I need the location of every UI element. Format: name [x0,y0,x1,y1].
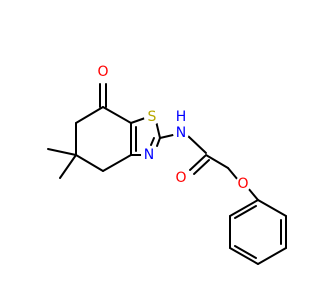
atom-n-thiazole-label: N [144,147,154,163]
bond-ph-1 [257,199,287,217]
bond-ph-inner-3 [234,205,257,219]
bond-ch2-o [227,167,239,181]
chemical-structure-diagram: O S N N H O O [47,64,287,265]
atom-o-ether-label: O [237,176,248,192]
bond-ph-inner-2 [234,245,257,259]
atom-o-amide: O [173,170,189,186]
bond-nh-carbonyl [187,135,207,154]
bond-c4-c5 [75,154,104,172]
bond-carbonyl-ch2 [205,154,229,169]
bond-c2-n3-inner [150,137,155,146]
bond-c2-n3 [156,137,161,147]
bond-c7-c7a [102,106,132,124]
atom-s-thiazole: S [144,109,160,125]
atom-n-thiazole: N [141,147,157,163]
atom-o-amide-label: O [175,170,186,186]
bond-c2-nh [159,134,174,139]
bond-carbonyl-o-b [193,159,210,175]
bond-ph-4 [229,247,259,265]
atom-n-amide: N [173,125,189,141]
bond-s-c2 [155,120,161,139]
atom-n-amide-label: N [176,125,186,141]
atom-o-ketone: O [95,64,111,80]
bond-carbonyl-o-a [189,155,206,171]
atom-s-thiazole-label: S [148,109,157,125]
bond-layer [47,83,287,265]
bond-ph-6 [229,199,259,217]
bond-c6-c7 [75,106,104,124]
bond-o-phenyl [247,187,259,201]
atom-h-amide: H [174,109,188,125]
atom-o-ketone-label: O [97,64,108,80]
atom-o-ether: O [235,176,251,192]
bond-ph-3 [257,247,287,265]
bond-c5-methyl-b [47,148,77,156]
bond-c5-methyl-a [59,154,77,179]
bond-c3a-c4 [102,154,132,172]
atom-label-layer: O S N N H O O [95,64,251,192]
atom-h-amide-label: H [176,109,187,125]
